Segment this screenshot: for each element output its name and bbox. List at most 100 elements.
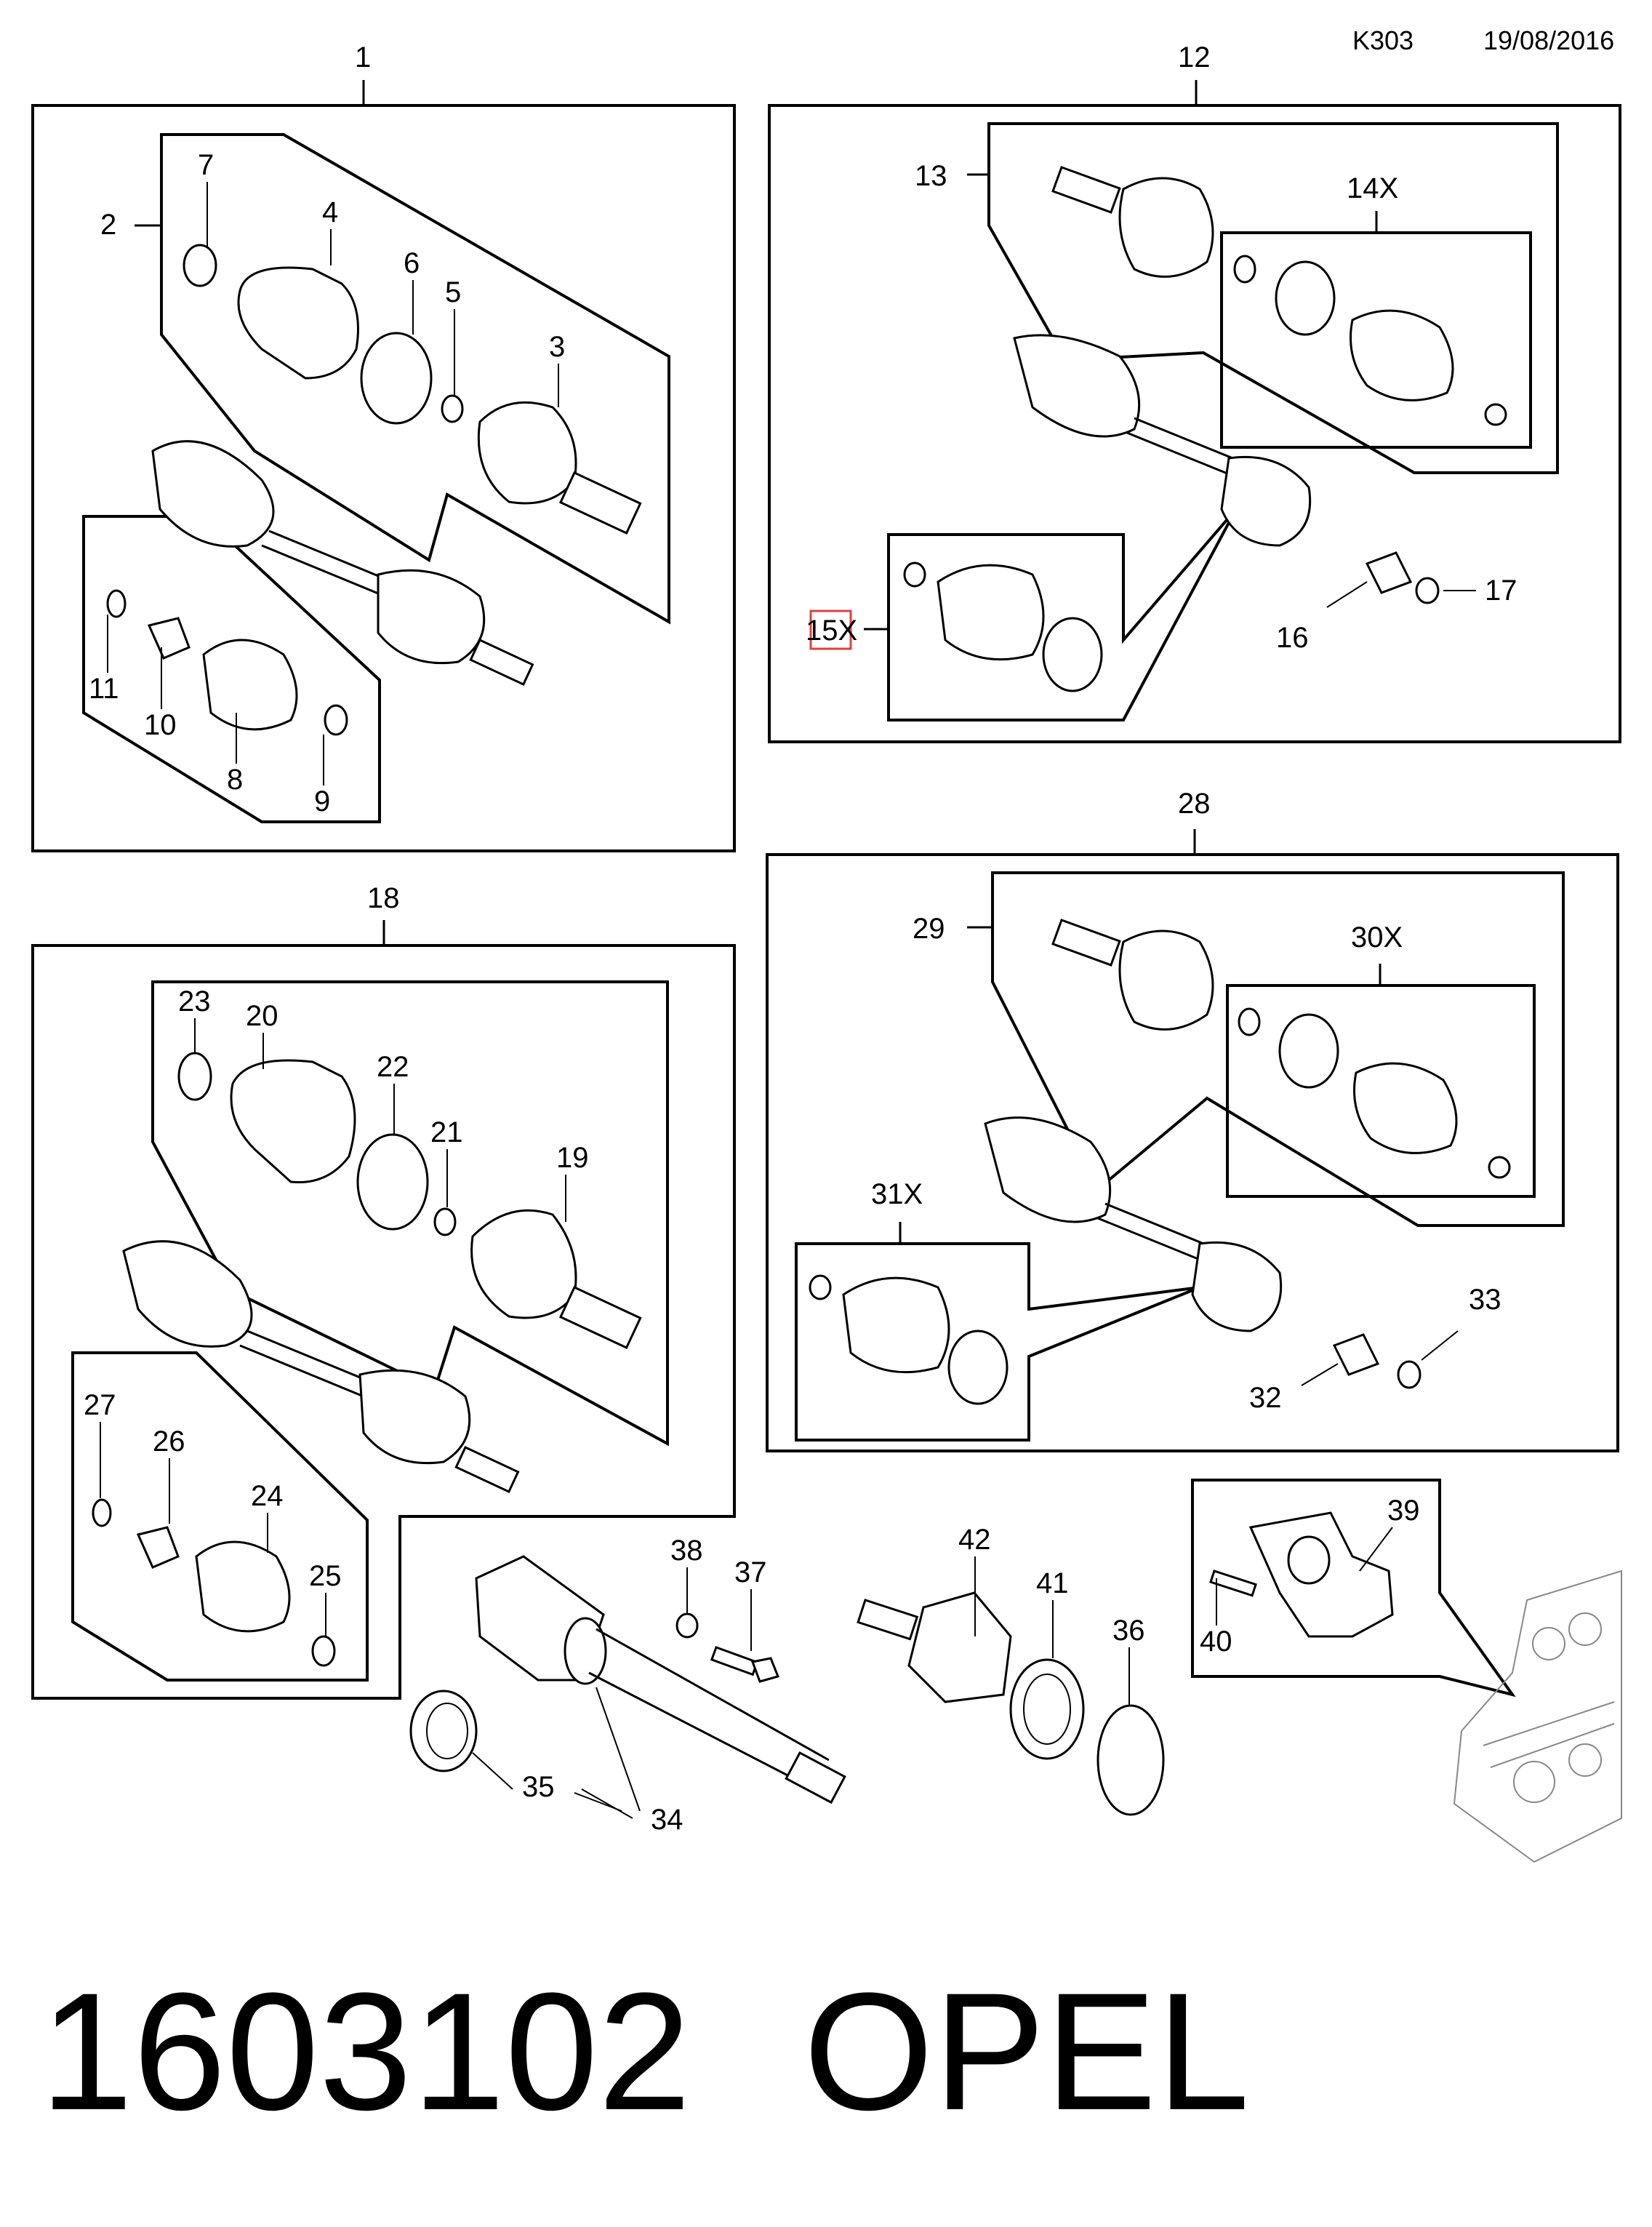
callout-11[interactable]: 11: [89, 673, 119, 705]
clamp-23[interactable]: [177, 1052, 212, 1101]
clamp-14x-small[interactable]: [1233, 255, 1256, 284]
outer-joint-13[interactable]: [1118, 177, 1214, 278]
tripod-10[interactable]: [147, 617, 191, 660]
snap-ring-17[interactable]: [1415, 577, 1440, 604]
callout-22[interactable]: 22: [377, 1051, 409, 1083]
clamp-31x-large[interactable]: [947, 1330, 1009, 1405]
callout-10[interactable]: 10: [144, 709, 177, 741]
boot-15x[interactable]: [937, 564, 1045, 661]
group-29-frame: [991, 871, 1565, 1227]
callout-28[interactable]: 28: [1178, 788, 1211, 820]
clamp-14x-end[interactable]: [1484, 403, 1507, 426]
callout-29[interactable]: 29: [913, 913, 945, 945]
callout-8[interactable]: 8: [227, 764, 243, 796]
shaft-assembly-1[interactable]: [151, 440, 275, 548]
outer-boot-4[interactable]: [237, 266, 359, 380]
boot-14x[interactable]: [1350, 309, 1454, 401]
callout-1[interactable]: 1: [355, 41, 371, 73]
outer-boot-20[interactable]: [230, 1059, 356, 1184]
cv-joint-housing-42[interactable]: [907, 1591, 1012, 1703]
bolt-37[interactable]: [710, 1646, 759, 1676]
intermediate-shaft-parts: 34 35 37 38 36 41 42: [409, 1524, 1165, 1836]
group-18-outer-joint-frame: [151, 980, 669, 1447]
callout-12[interactable]: 12: [1178, 41, 1211, 73]
callout-2[interactable]: 2: [100, 209, 116, 241]
seal-35[interactable]: [409, 1690, 478, 1772]
callout-14x[interactable]: 14X: [1347, 172, 1398, 204]
callout-41[interactable]: 41: [1036, 1567, 1069, 1599]
outer-joint-3[interactable]: [477, 401, 577, 505]
snap-ring-33[interactable]: [1397, 1360, 1422, 1389]
callout-6[interactable]: 6: [404, 247, 420, 279]
callout-34[interactable]: 34: [651, 1804, 683, 1836]
clamp-6[interactable]: [360, 332, 433, 425]
washer-38[interactable]: [675, 1612, 699, 1639]
group-18-drive-shaft-assembly: 18 19 20 21 22 23 24 25 26 27: [31, 882, 736, 1700]
callout-23[interactable]: 23: [178, 985, 211, 1017]
snap-ring-27[interactable]: [92, 1498, 112, 1527]
clamp-14x-large[interactable]: [1275, 260, 1336, 336]
group-31x-frame: [795, 1242, 1200, 1442]
snap-ring-5[interactable]: [441, 394, 464, 423]
callout-20[interactable]: 20: [246, 1000, 278, 1032]
callout-40[interactable]: 40: [1200, 1626, 1232, 1658]
callout-13[interactable]: 13: [915, 160, 947, 192]
callout-25[interactable]: 25: [309, 1560, 342, 1592]
tripod-16[interactable]: [1365, 551, 1413, 594]
clamp-22[interactable]: [356, 1133, 429, 1231]
callout-31x[interactable]: 31X: [871, 1178, 923, 1210]
clamp-36[interactable]: [1096, 1704, 1165, 1816]
inner-boot-8[interactable]: [202, 639, 298, 731]
callout-21[interactable]: 21: [430, 1116, 463, 1148]
callout-17[interactable]: 17: [1485, 575, 1517, 607]
bolt-40[interactable]: [1209, 1570, 1257, 1597]
clamp-31x-small[interactable]: [809, 1274, 832, 1300]
callout-18[interactable]: 18: [367, 882, 400, 914]
shaft-18[interactable]: [122, 1240, 253, 1348]
tripod-26[interactable]: [136, 1526, 180, 1569]
boot-30x[interactable]: [1353, 1062, 1458, 1154]
clamp-15x-small[interactable]: [903, 561, 926, 588]
callout-33[interactable]: 33: [1469, 1284, 1501, 1316]
callout-15x[interactable]: 15X: [806, 615, 857, 647]
callout-39[interactable]: 39: [1387, 1495, 1420, 1527]
callout-35[interactable]: 35: [522, 1771, 555, 1803]
boot-ring-41[interactable]: [1009, 1658, 1085, 1760]
callout-36[interactable]: 36: [1112, 1615, 1145, 1647]
snap-ring-21[interactable]: [433, 1207, 457, 1236]
callout-24[interactable]: 24: [251, 1480, 284, 1512]
callout-26[interactable]: 26: [153, 1426, 185, 1458]
callout-4[interactable]: 4: [322, 196, 338, 228]
callout-42[interactable]: 42: [958, 1524, 991, 1556]
clamp-9[interactable]: [324, 704, 348, 736]
callout-19[interactable]: 19: [556, 1142, 589, 1174]
clamp-15x-large[interactable]: [1042, 617, 1103, 692]
clamp-30x-small[interactable]: [1238, 1007, 1261, 1036]
callout-7[interactable]: 7: [198, 149, 214, 181]
boot-31x[interactable]: [842, 1276, 950, 1374]
outer-joint-19[interactable]: [470, 1209, 577, 1319]
callout-38[interactable]: 38: [670, 1535, 703, 1567]
callout-27[interactable]: 27: [84, 1389, 116, 1421]
shaft-28[interactable]: [984, 1116, 1112, 1223]
callout-9[interactable]: 9: [314, 785, 330, 817]
callout-3[interactable]: 3: [549, 331, 565, 363]
group-12-frame: [768, 104, 1621, 743]
clamp-30x-end[interactable]: [1488, 1156, 1511, 1179]
outer-joint-29[interactable]: [1118, 929, 1214, 1031]
callout-30x[interactable]: 30X: [1351, 921, 1403, 953]
callout-37[interactable]: 37: [734, 1556, 767, 1588]
inner-boot-24[interactable]: [195, 1540, 291, 1633]
shaft-12[interactable]: [1013, 334, 1141, 438]
callout-32[interactable]: 32: [1249, 1382, 1282, 1414]
clamp-30x-large[interactable]: [1278, 1013, 1339, 1089]
inner-boot-28: [1191, 1241, 1283, 1332]
callout-5[interactable]: 5: [445, 276, 461, 308]
clamp-25[interactable]: [311, 1635, 336, 1667]
snap-ring-11[interactable]: [106, 589, 127, 618]
tripod-32[interactable]: [1332, 1333, 1380, 1376]
group-28-frame: [766, 853, 1619, 1452]
callout-16[interactable]: 16: [1276, 622, 1309, 654]
shaft-spline-end-1: [469, 639, 534, 686]
clamp-7[interactable]: [183, 244, 217, 287]
